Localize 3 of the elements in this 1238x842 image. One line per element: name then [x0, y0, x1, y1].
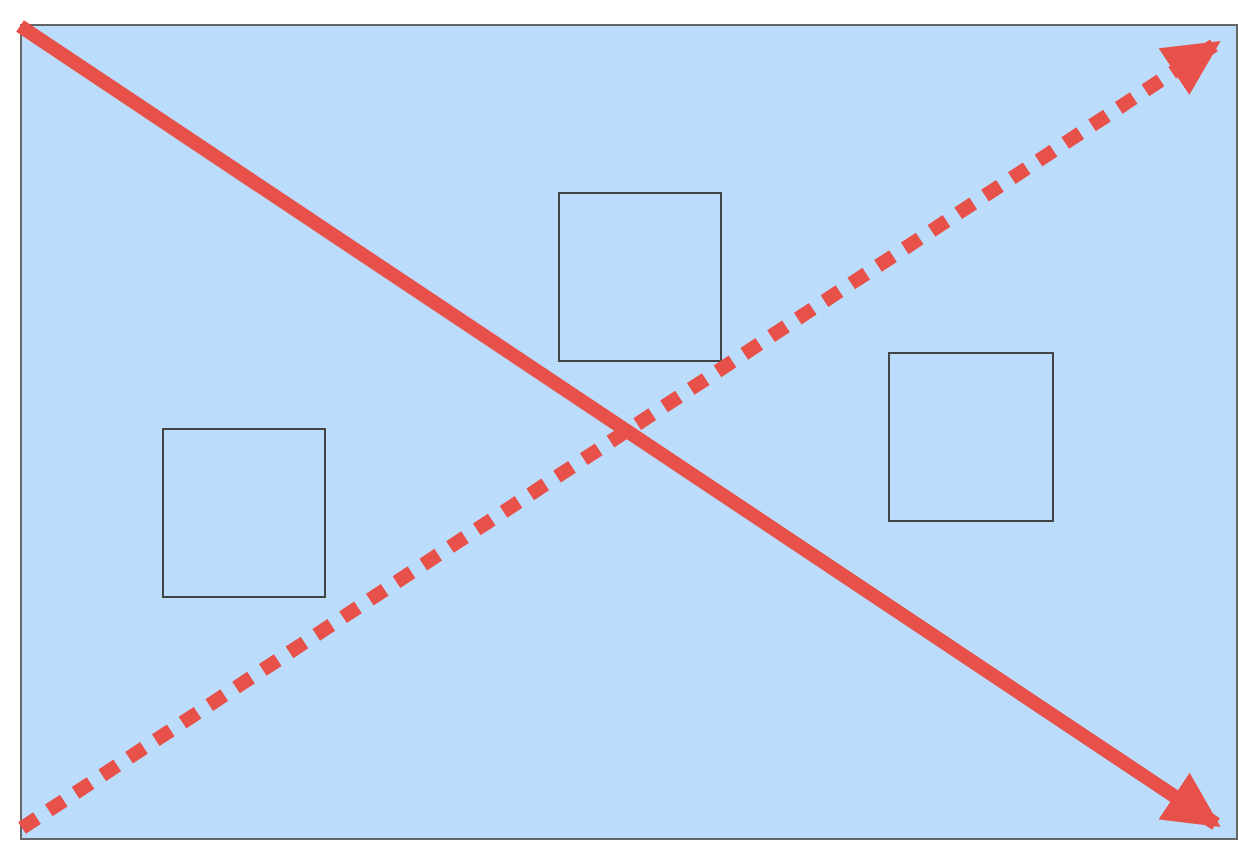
square-outline: [888, 352, 1054, 522]
square-outline: [162, 428, 326, 598]
square-outline: [558, 192, 722, 362]
